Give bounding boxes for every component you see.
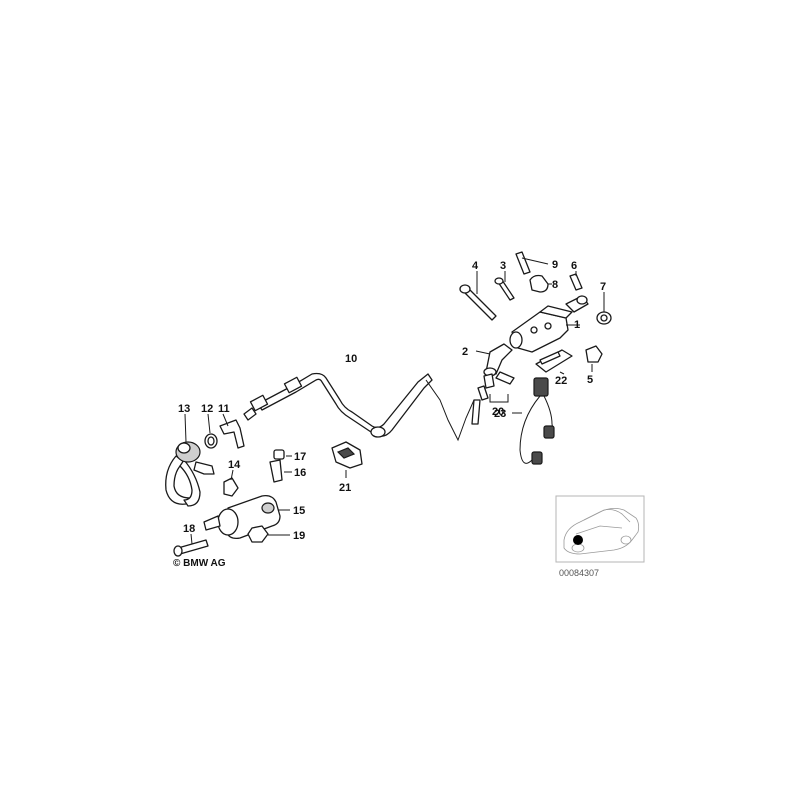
part-11-bracket [219, 413, 245, 449]
label-part-8: 8 [552, 279, 558, 291]
label-part-4: 4 [472, 260, 479, 272]
label-part-3: 3 [500, 260, 506, 272]
part-18-bolt [173, 533, 209, 557]
part-20-line-fitting [471, 371, 515, 425]
label-part-11: 11 [218, 403, 230, 415]
label-part-7: 7 [600, 281, 606, 293]
label-part-9: 9 [552, 259, 558, 271]
part-22-clutch-switch [535, 349, 573, 375]
label-part-16: 16 [294, 467, 306, 479]
label-part-13: 13 [178, 403, 190, 415]
copyright-notice: © BMW AG [173, 558, 226, 569]
part-1-master-cylinder [509, 295, 589, 353]
label-part-15: 15 [293, 505, 305, 517]
part-3-pin [494, 271, 515, 301]
label-part-14: 14 [228, 459, 241, 471]
part-10-clutch-pipe [243, 372, 475, 442]
part-16-bleeder-screw [269, 459, 292, 483]
part-13-clutch-hose [165, 413, 215, 507]
label-part-23: 23 [494, 408, 506, 420]
part-14-bleed-valve [223, 469, 239, 497]
label-part-19: 19 [293, 530, 305, 542]
part-4-bolt [459, 271, 497, 321]
label-part-10: 10 [345, 353, 357, 365]
location-marker-icon [573, 535, 583, 545]
part-2-elbow-fitting [475, 343, 513, 377]
label-part-21: 21 [339, 482, 351, 494]
label-part-2: 2 [462, 346, 468, 358]
part-17-dust-cap [273, 449, 292, 460]
part-23-wiring-harness [512, 377, 555, 465]
label-part-20: 20 [492, 406, 504, 418]
label-part-12: 12 [201, 403, 213, 415]
part-labels: 1 2 3 4 5 6 7 8 9 10 11 12 13 14 15 16 1… [178, 259, 606, 542]
thumbnail-frame [555, 495, 645, 563]
label-part-22: 22 [555, 375, 567, 387]
label-part-1: 1 [574, 319, 580, 331]
label-part-17: 17 [294, 451, 306, 463]
part-9-reservoir-hose [515, 251, 549, 275]
part-5-cap [585, 345, 603, 372]
part-8-clip [529, 274, 552, 293]
part-7-ring [596, 292, 612, 325]
part-21-holder [331, 441, 363, 478]
part-6-dowel-pin [569, 271, 583, 291]
label-part-6: 6 [571, 260, 577, 272]
diagram-reference-number: 00084307 [559, 568, 599, 578]
label-part-18: 18 [183, 523, 195, 535]
part-15-slave-cylinder [203, 494, 290, 540]
label-part-5: 5 [587, 374, 593, 386]
vehicle-location-thumbnail: 00084307 [555, 495, 645, 578]
part-12-seal-ring [204, 413, 218, 449]
part-19-nut [247, 525, 290, 543]
